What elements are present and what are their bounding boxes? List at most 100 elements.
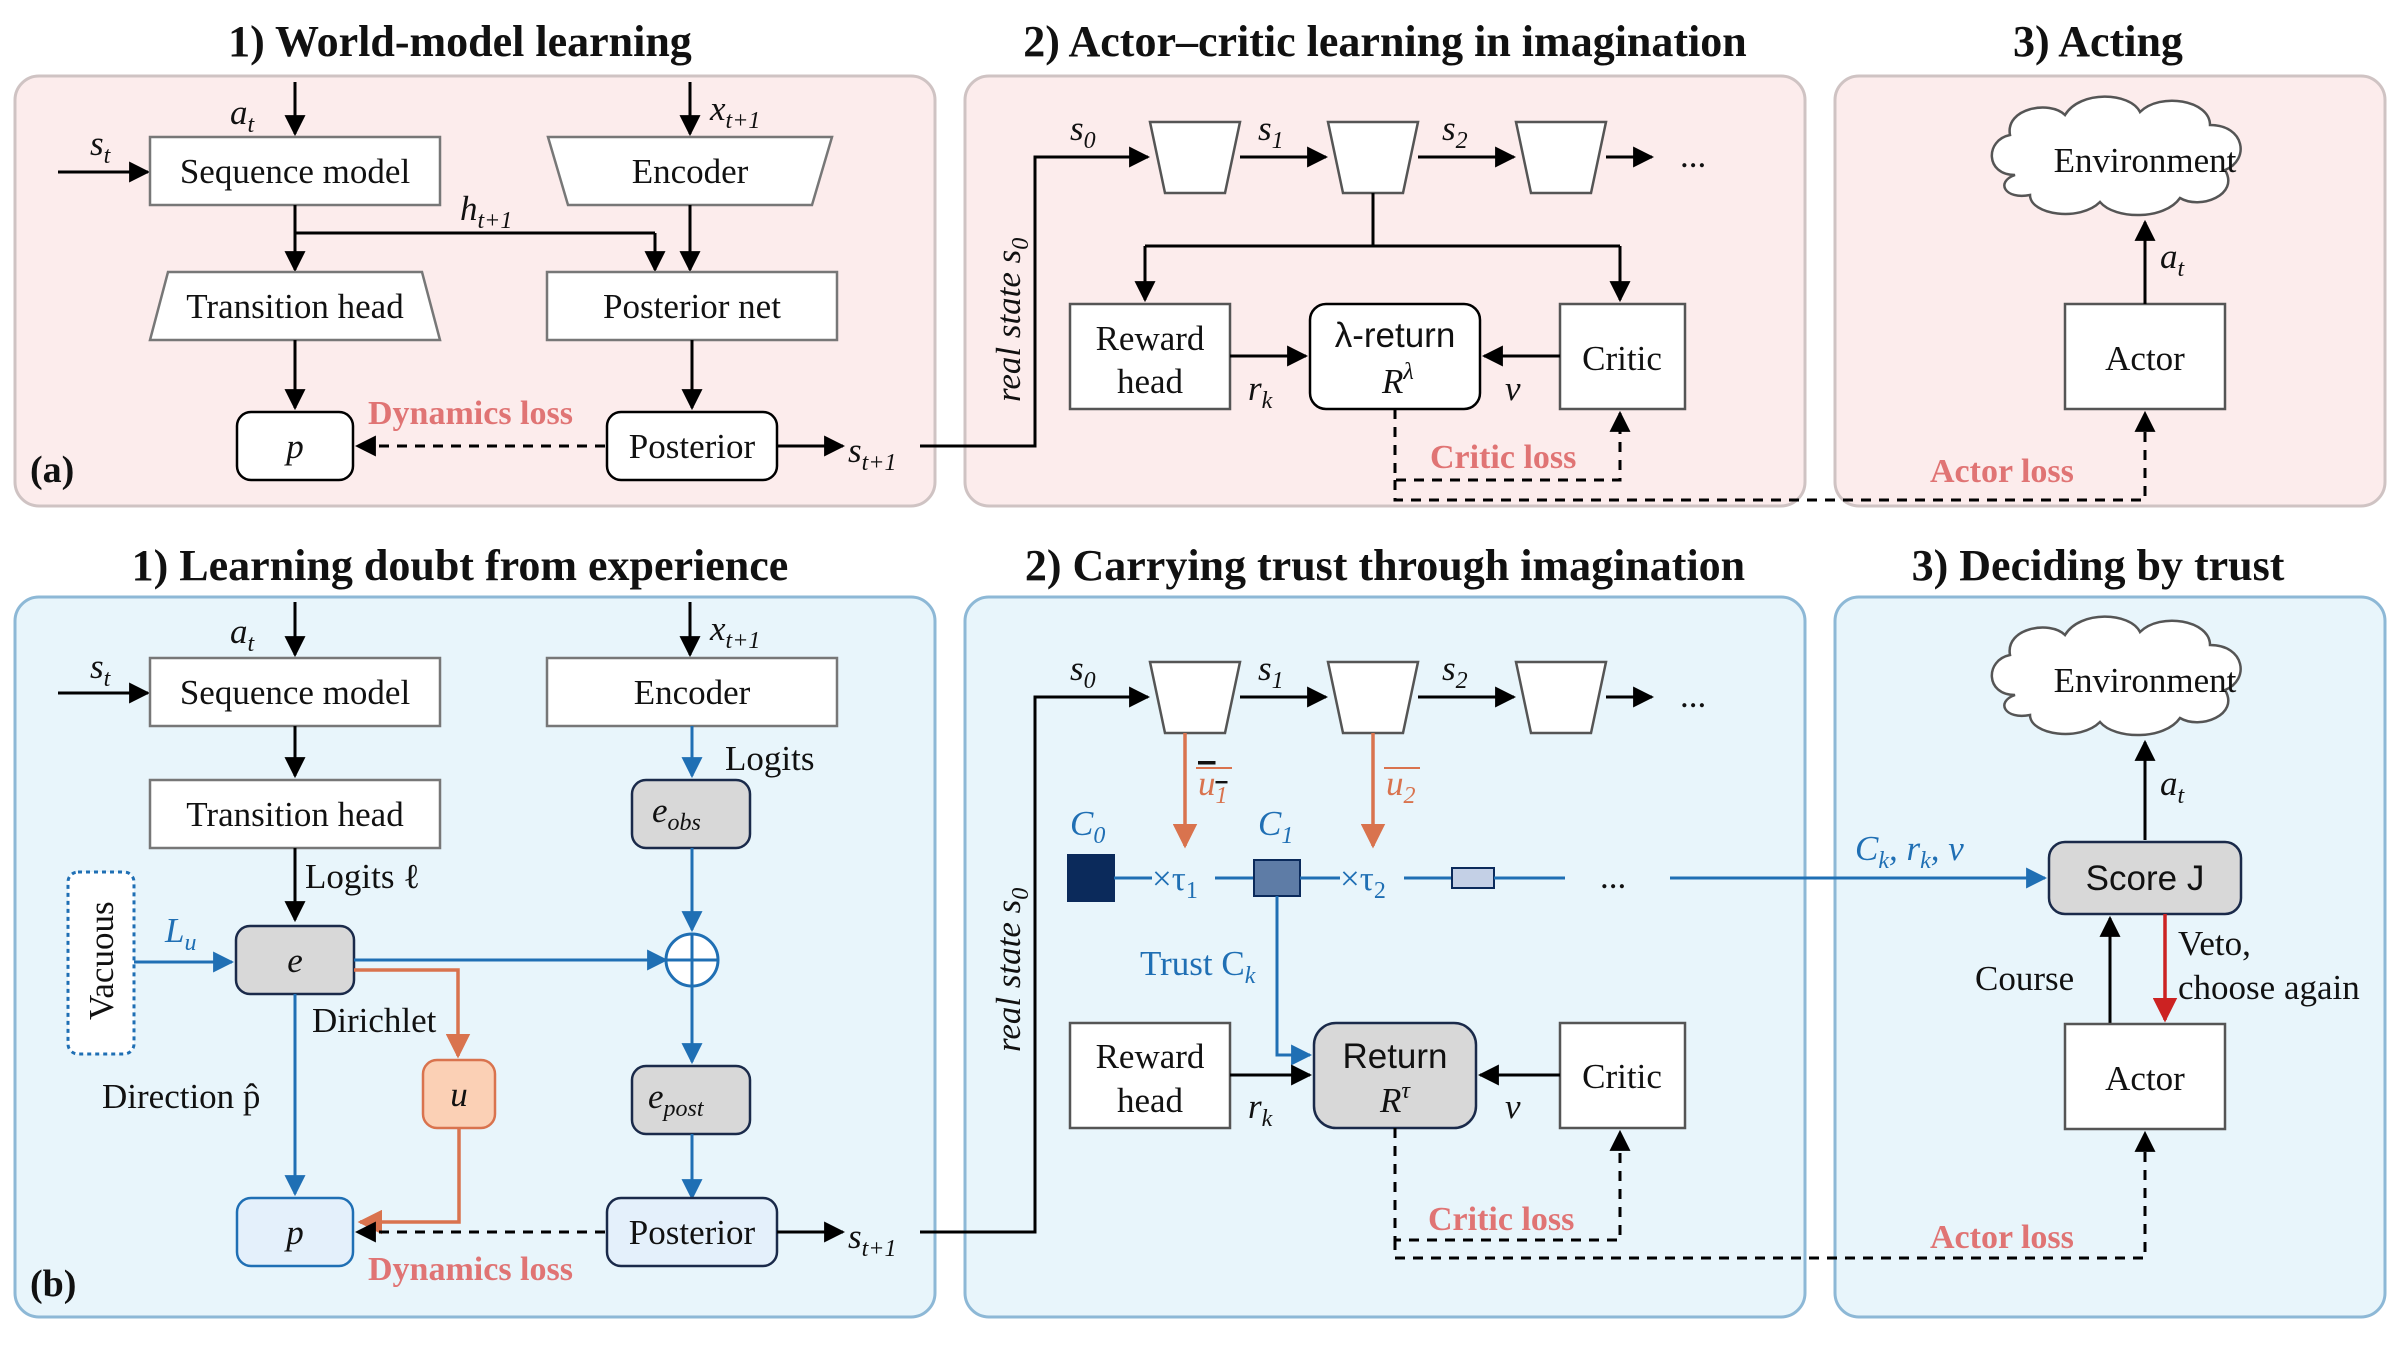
panel-b-id: (b) (30, 1263, 76, 1305)
b-u-to-p (357, 1128, 461, 1235)
b-label-s-t: st (90, 647, 112, 692)
a-label-s-t1: st+1 (848, 431, 897, 476)
b-imag-step-3 (1514, 660, 1608, 735)
a-lambda-return-label-2: Rλ (1381, 359, 1414, 401)
a-critic-box (1558, 302, 1687, 411)
a-s1-label: s1 (1258, 109, 1284, 154)
a-imag-step-1 (1148, 120, 1242, 195)
b-C0-label: C0 (1070, 804, 1105, 849)
panel-a-id: (a) (30, 449, 74, 491)
b-vacuous-label: Vacuous (82, 901, 121, 1020)
title-deciding: 3) Deciding by trust (1912, 541, 2285, 590)
b-return-label-1: Return (1342, 1037, 1447, 1076)
b-sequence-model-box (148, 656, 442, 728)
b-imag-step-2 (1326, 660, 1420, 735)
panel-a-acting-bg (1833, 74, 2387, 508)
b-actor-box (2063, 1022, 2227, 1131)
a-posterior-label: Posterior (629, 427, 756, 466)
a-p-box (235, 410, 355, 482)
panel-b-carrying-trust-bg (963, 595, 1807, 1319)
a-p-label: p (283, 427, 304, 466)
a-v-label: v (1505, 369, 1521, 408)
title-world-model: 1) World-model learning (228, 17, 692, 66)
b-critic-loss-label: Critic loss (1428, 1201, 1574, 1238)
b-C1-label: C1 (1258, 804, 1293, 849)
b-posterior-label: Posterior (629, 1213, 756, 1252)
b-deciding-group: Environment at Score J Course Veto, choo… (1393, 615, 2360, 1260)
a-critic-loss-label: Critic loss (1430, 439, 1576, 476)
a-label-x-t1: xt+1 (709, 89, 760, 134)
a-s0-label: s0 (1070, 109, 1096, 154)
a-acting-a-t: at (2160, 237, 2186, 282)
a-label-h-t1: ht+1 (460, 189, 512, 234)
b-environment-cloud (1990, 615, 2242, 737)
a-s2-label: s2 (1442, 109, 1468, 154)
b-direction-label: Direction p̂ (102, 1077, 260, 1116)
b-sequence-model-label: Sequence model (180, 673, 411, 712)
b-carrying-trust-group: real state s0 s0 s1 s2 ... u1 u2 C0 ×τ1 … (989, 649, 2048, 1242)
a-lambda-return-label-1: λ-return (1335, 316, 1456, 355)
b-L-u-label: Lu (164, 911, 196, 956)
b-p-label: p (283, 1213, 304, 1252)
b-transition-head-label: Transition head (186, 795, 404, 834)
b-e-post-label: epost (648, 1077, 705, 1122)
b-v-label: v (1505, 1087, 1521, 1126)
a-posterior-net-label: Posterior net (603, 287, 781, 326)
b-trust-arrow (1275, 896, 1313, 1066)
title-acting: 3) Acting (2013, 17, 2183, 66)
b-ellipsis-2: ... (1600, 857, 1626, 896)
b-ckrkv-label: Ck, rk, v (1855, 829, 1964, 874)
a-r-k-label: rk (1248, 369, 1273, 414)
b-s0-label: s0 (1070, 649, 1096, 694)
b-actor-loss-arrow (1393, 1130, 2156, 1260)
b-actor-label: Actor (2105, 1059, 2185, 1098)
a-transition-head-box (148, 270, 442, 342)
a-imag-step-3 (1514, 120, 1608, 195)
a-dynamics-loss-label: Dynamics loss (368, 395, 573, 432)
b-veto-label-1: Veto, (2178, 924, 2251, 963)
b-r-k-label: rk (1248, 1087, 1273, 1132)
b-label-s-t1: st+1 (848, 1217, 897, 1262)
b-logits-ell-label: Logits ℓ (305, 857, 420, 896)
a-critic-loss-arrow (1393, 409, 1631, 482)
b-e-label: e (287, 941, 303, 980)
panel-b-learning-doubt-bg (13, 595, 937, 1319)
b-logits-label: Logits (725, 739, 814, 778)
b-score-label: Score J (2086, 859, 2205, 898)
b-learning-doubt-group: at st Sequence model xt+1 Encoder Transi… (58, 602, 1151, 1288)
b-C0-square (1067, 854, 1115, 902)
b-vacuous-box (66, 870, 136, 1056)
b-encoder-label: Encoder (634, 673, 751, 712)
a-imag-step-2 (1326, 120, 1420, 195)
b-C2-square (1451, 867, 1495, 889)
b-C1-square (1253, 859, 1301, 897)
a-actor-loss-label: Actor loss (1930, 453, 2074, 490)
b-score-box (2047, 840, 2243, 916)
a-label-a-t: at (230, 93, 256, 138)
a-transition-head-label: Transition head (186, 287, 404, 326)
b-veto-label-2: choose again (2178, 968, 2360, 1007)
b-trust-label: Trust Ck (1140, 944, 1256, 989)
a-critic-label: Critic (1582, 339, 1662, 378)
b-dirichlet-arrow (354, 968, 471, 1059)
a-reward-head-label-2: head (1117, 362, 1184, 401)
b-return-label-2: Rτ (1379, 1078, 1411, 1120)
a-sequence-model-box (148, 135, 442, 207)
title-carrying-trust: 2) Carrying trust through imagination (1025, 541, 1745, 590)
a-encoder-label: Encoder (632, 152, 749, 191)
b-s1-label: s1 (1258, 649, 1284, 694)
b-ellipsis-1: ... (1680, 676, 1706, 715)
a-environment-label: Environment (2054, 141, 2237, 180)
b-p-box (235, 1196, 355, 1268)
a-sequence-model-label: Sequence model (180, 152, 411, 191)
a-environment-cloud (1990, 95, 2242, 217)
a-st1-to-s0 (920, 146, 1151, 448)
b-e-obs-label: eobs (652, 791, 701, 836)
b-label-x-t1: xt+1 (709, 609, 760, 654)
a-acting-group: Environment Actor at Actor loss (1393, 95, 2242, 502)
b-real-state-label: real state s0 (989, 888, 1034, 1052)
b-environment-label: Environment (2054, 661, 2237, 700)
b-reward-head-label-2: head (1117, 1081, 1184, 1120)
